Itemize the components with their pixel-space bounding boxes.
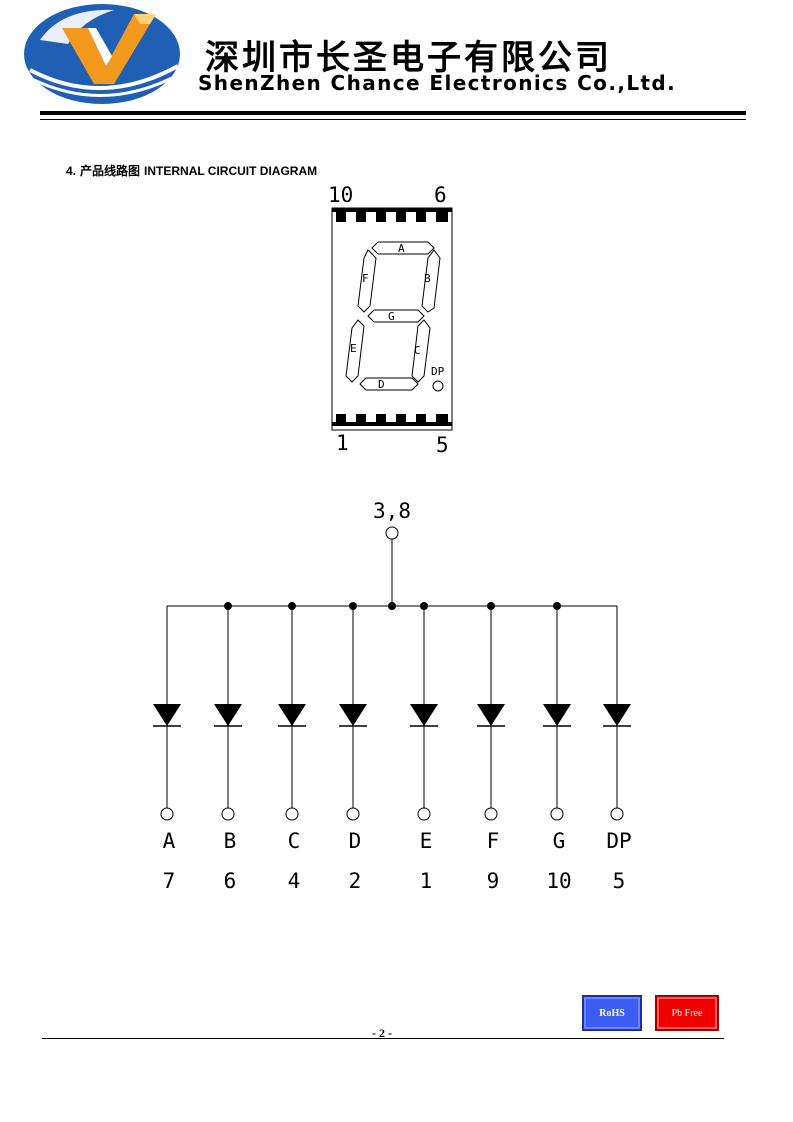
diode-d [339, 704, 367, 726]
pin-number-d: 2 [349, 869, 362, 893]
segment-c-shape [411, 319, 431, 383]
display-pin-top-right: 6 [434, 183, 447, 207]
section-title-chinese: 产品线路图 [80, 164, 141, 178]
segment-name-d: D [349, 829, 362, 853]
segment-b-shape [421, 249, 441, 313]
circuit-schematic: 3,8 A 7 B 6 C 4 D 2 E 1 F 9 G 10 DP 5 [153, 499, 632, 893]
diode-e [410, 704, 438, 726]
page-number: - 2 - [372, 1026, 392, 1040]
company-logo [24, 4, 180, 104]
pin-number-f: 9 [487, 869, 500, 893]
diode-b [214, 704, 242, 726]
display-pin-top-left: 10 [328, 183, 353, 207]
header-rule-thin [40, 119, 746, 120]
segment-label-e: E [350, 342, 357, 355]
terminal-e [417, 807, 431, 821]
display-bottom-pins [332, 414, 452, 426]
section-title-english: INTERNAL CIRCUIT DIAGRAM [144, 164, 318, 178]
header-rule-thick [40, 111, 746, 115]
pin-number-b: 6 [224, 869, 237, 893]
segment-g-shape [367, 309, 425, 323]
segment-name-a: A [163, 829, 176, 853]
pb-free-badge: Pb Free [655, 995, 719, 1031]
section-number: 4. [66, 164, 77, 178]
segment-d-shape [359, 377, 419, 391]
diode-g [543, 704, 571, 726]
display-pin-bottom-right: 5 [436, 433, 449, 456]
seven-segment-display-diagram: 10 6 A B F G E C D D [328, 183, 453, 456]
segment-name-f: F [487, 829, 500, 853]
company-name-english: ShenZhen Chance Electronics Co.,Ltd. [198, 71, 677, 95]
display-pin-bottom-left: 1 [336, 431, 349, 455]
segment-name-g: G [553, 829, 566, 853]
segment-name-b: B [224, 829, 237, 853]
terminal-d [346, 807, 360, 821]
segment-label-a: A [398, 242, 405, 255]
segment-label-c: C [414, 344, 421, 357]
segment-label-dp: DP [431, 365, 445, 378]
pin-number-g: 10 [546, 869, 571, 893]
diode-a [153, 704, 181, 726]
diode-f [477, 704, 505, 726]
segment-name-dp: DP [606, 829, 631, 853]
segment-a-shape [371, 241, 435, 255]
company-name-chinese: 深圳市长圣电子有限公司 [205, 38, 612, 78]
segment-e-shape [345, 319, 365, 383]
common-pin-terminal [385, 526, 399, 540]
terminal-b [221, 807, 235, 821]
terminal-c [285, 807, 299, 821]
terminal-f [484, 807, 498, 821]
segment-name-e: E [420, 829, 433, 853]
pin-number-c: 4 [288, 869, 301, 893]
display-body [331, 207, 453, 431]
segment-dp-shape [432, 380, 444, 392]
display-top-pins [332, 208, 452, 222]
pin-number-dp: 5 [613, 869, 626, 893]
page-header: 深圳市长圣电子有限公司 ShenZhen Chance Electronics … [0, 0, 793, 125]
terminal-g [550, 807, 564, 821]
pin-number-e: 1 [420, 869, 433, 893]
pin-number-a: 7 [163, 869, 176, 893]
footer-rule [42, 1038, 724, 1039]
segment-label-f: F [362, 272, 369, 285]
diode-dp [603, 704, 631, 726]
segment-name-c: C [288, 829, 301, 853]
segment-f-shape [357, 249, 377, 313]
rohs-badge: RoHS [582, 995, 642, 1031]
diode-c [278, 704, 306, 726]
common-pin-label: 3,8 [373, 499, 411, 523]
terminal-a [160, 807, 174, 821]
segment-label-b: B [424, 272, 431, 285]
segment-label-g: G [388, 310, 395, 323]
terminal-dp [610, 807, 624, 821]
segment-label-d: D [378, 378, 385, 391]
